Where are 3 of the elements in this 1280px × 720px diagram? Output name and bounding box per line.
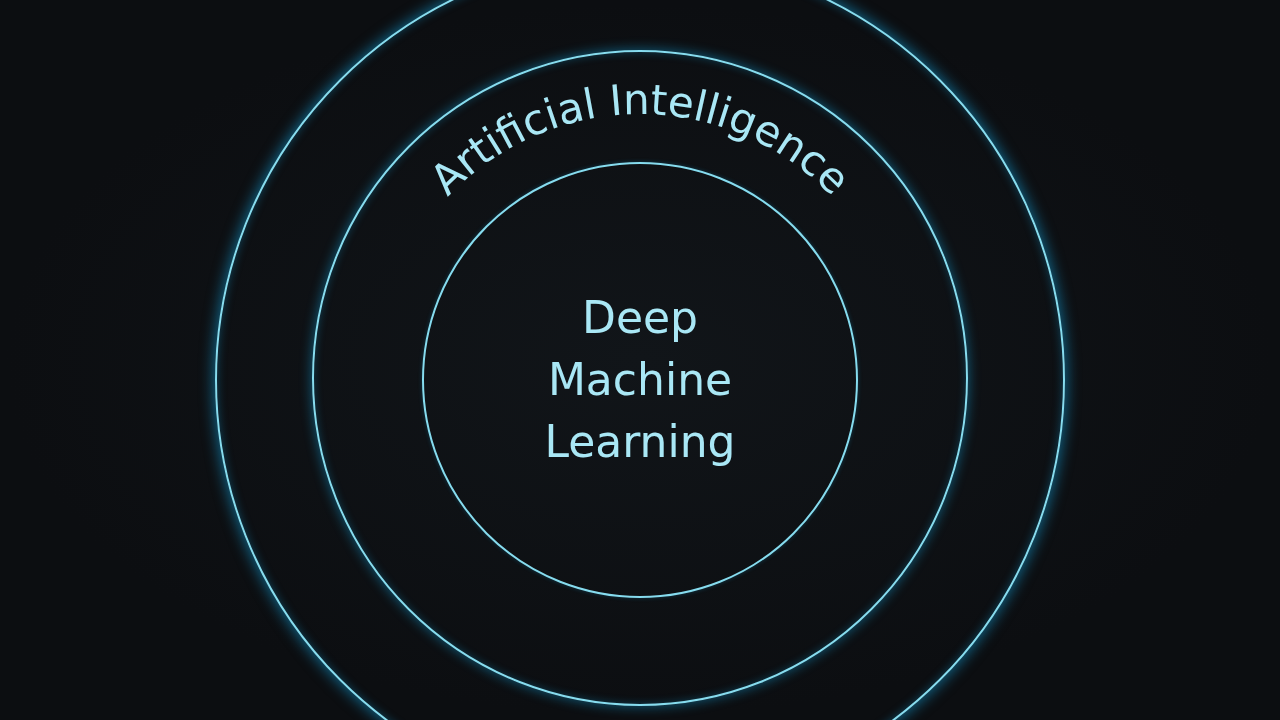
circle-label: Deep Machine Learning	[543, 291, 737, 469]
middle-ring	[312, 50, 968, 706]
outer-ring	[215, 0, 1065, 720]
